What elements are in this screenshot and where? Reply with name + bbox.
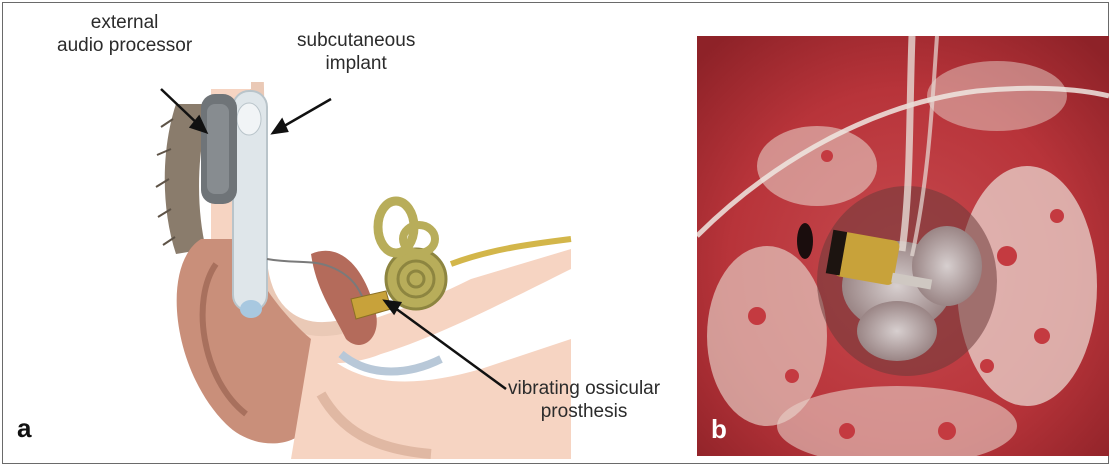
label-subcutaneous-implant: subcutaneous implant	[297, 29, 415, 75]
panel-a-letter: a	[17, 413, 31, 444]
surgical-photo-illustration	[697, 36, 1109, 456]
label-external-audio-processor: external audio processor	[57, 11, 192, 57]
panel-b-surgical-photo: b	[697, 36, 1109, 456]
panel-b-letter: b	[711, 414, 727, 445]
panel-a-illustration: external audio processor subcutaneous im…	[11, 9, 681, 459]
label-vibrating-ossicular-prosthesis: vibrating ossicular prosthesis	[508, 377, 660, 423]
